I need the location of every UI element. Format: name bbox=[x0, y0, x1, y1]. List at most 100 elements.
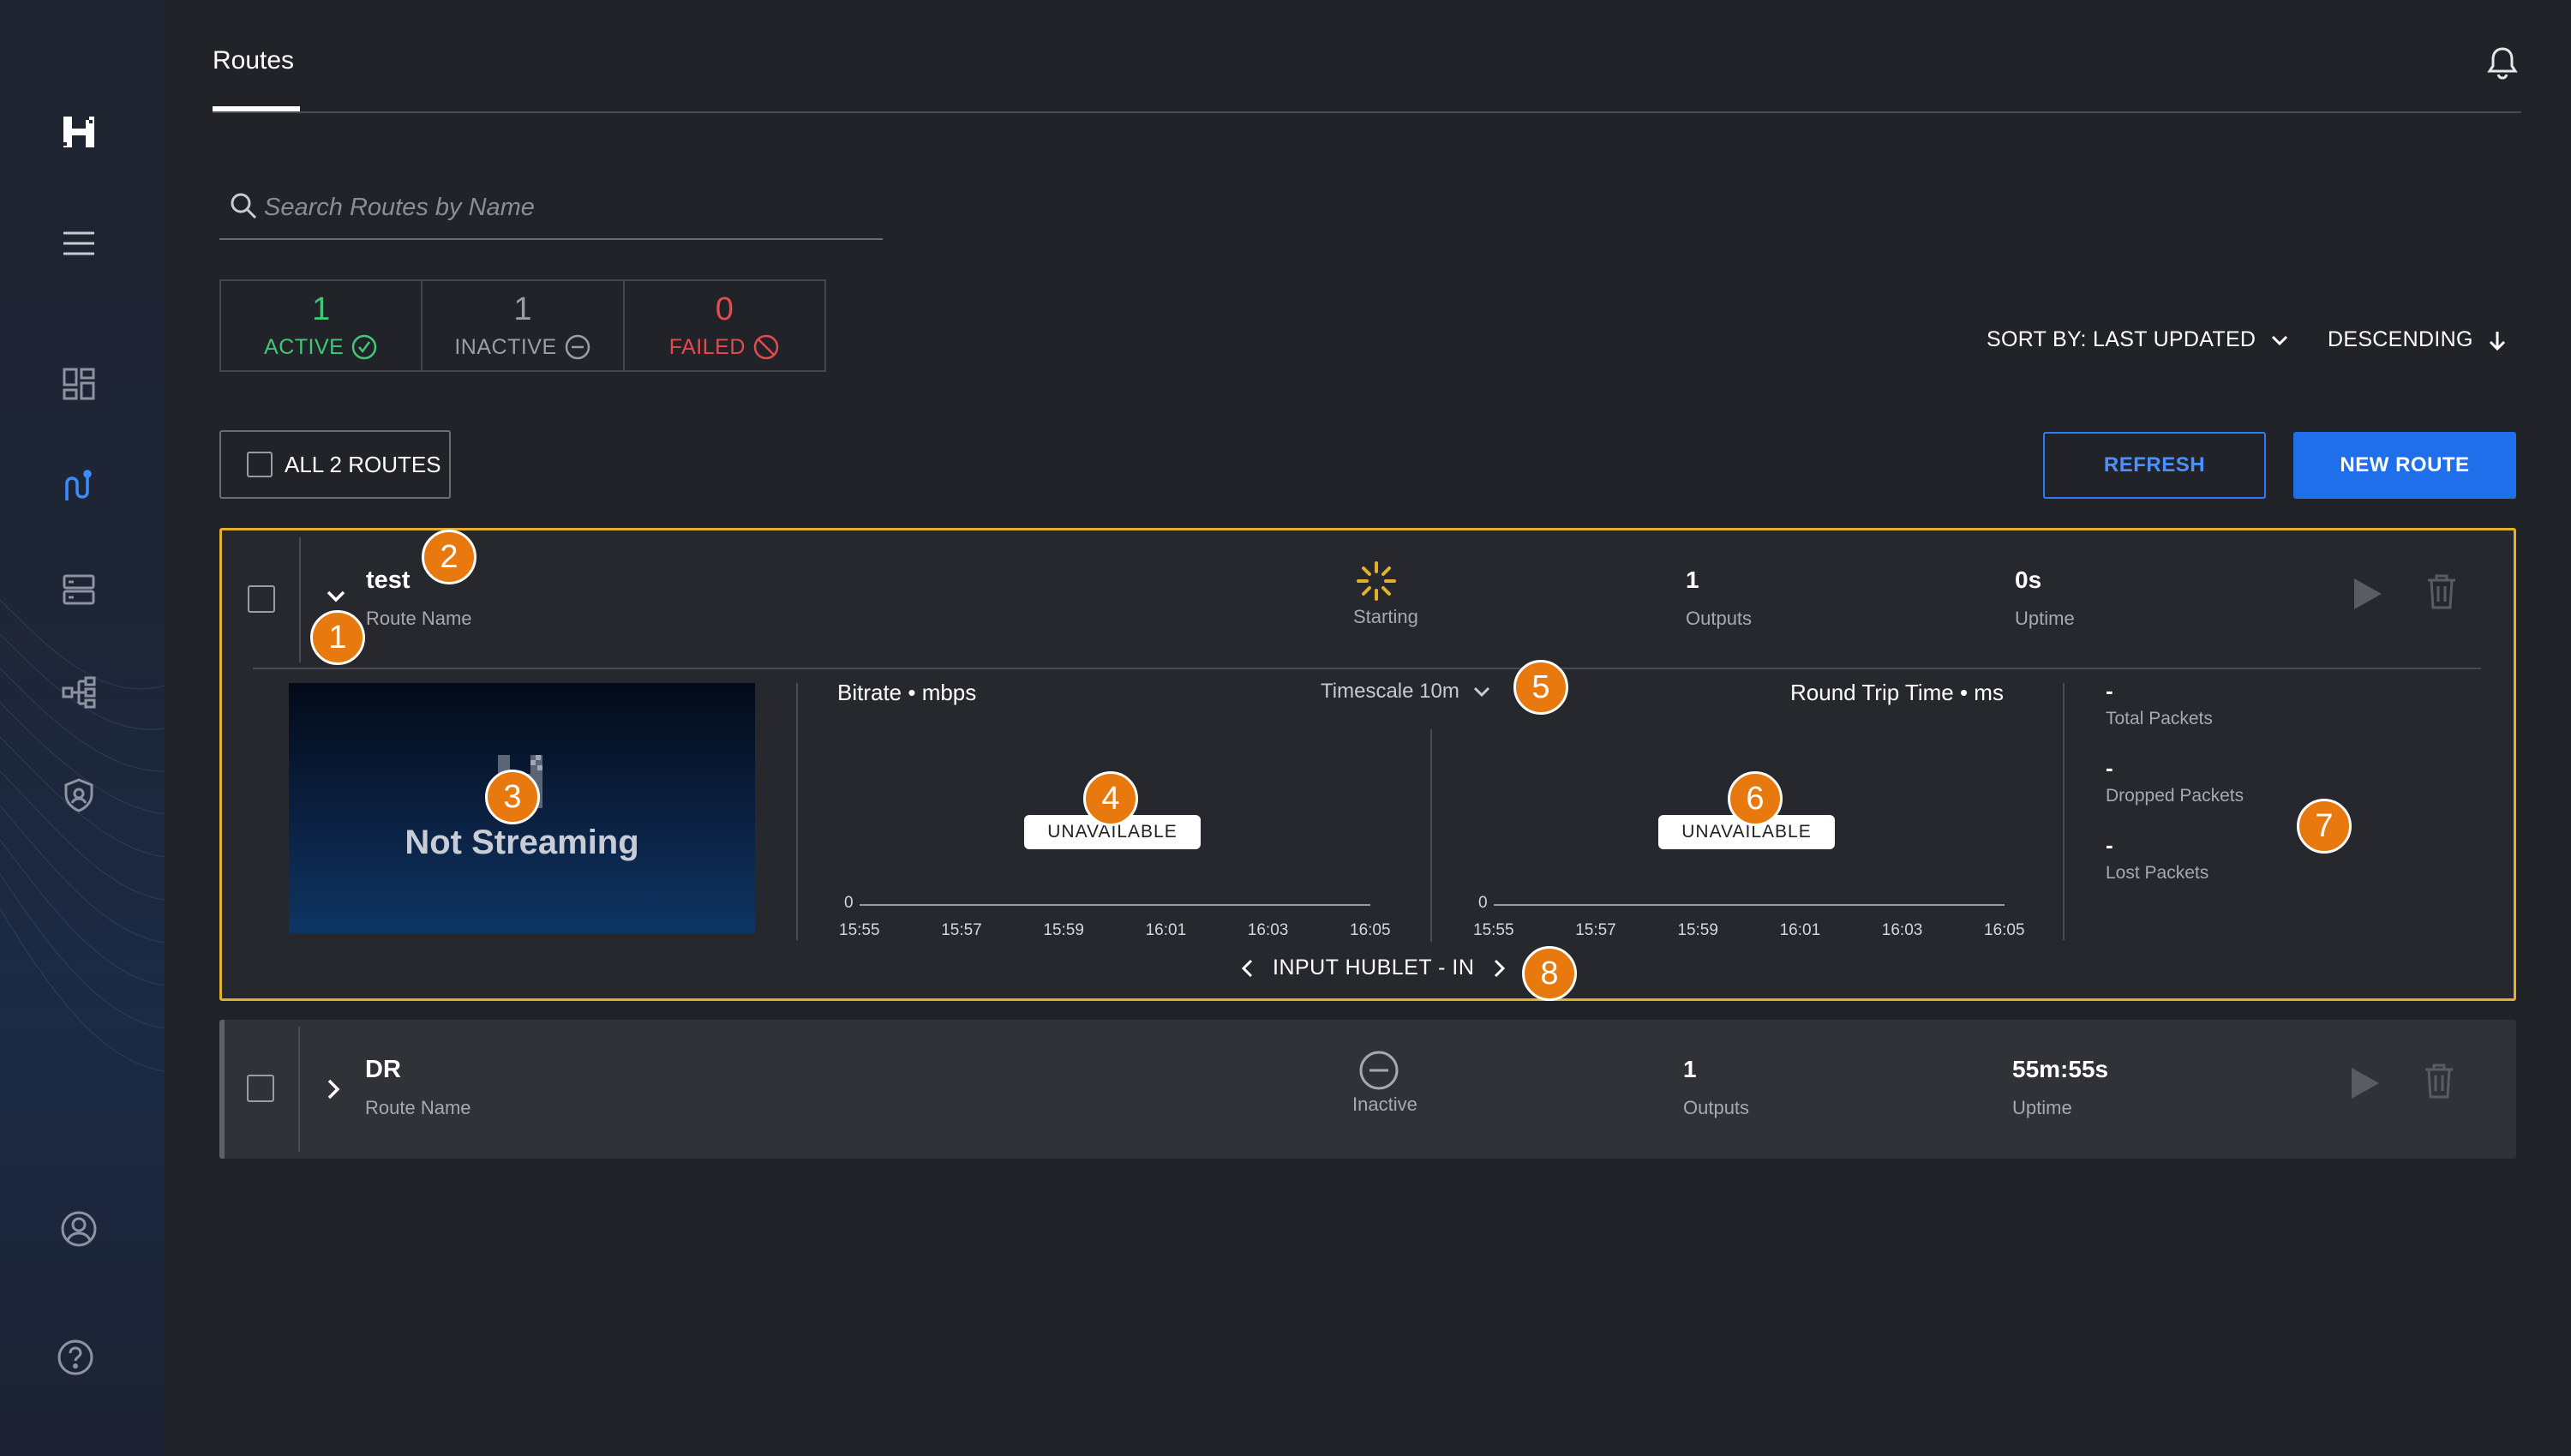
route-name: test bbox=[366, 566, 411, 594]
collapse-chevron-icon[interactable] bbox=[323, 584, 349, 609]
route-state-label: Starting bbox=[1353, 606, 1418, 627]
tab-routes[interactable]: Routes bbox=[213, 46, 295, 75]
callout-badge: 7 bbox=[2297, 799, 2352, 854]
status-active-filter[interactable]: 1 ACTIVE bbox=[221, 281, 423, 370]
select-all-label: ALL 2 ROUTES bbox=[285, 451, 441, 477]
chevron-down-icon bbox=[2272, 335, 2288, 345]
security-shield-icon[interactable] bbox=[58, 775, 99, 816]
active-count: 1 bbox=[312, 291, 331, 327]
bitrate-x-tick: 16:03 bbox=[1247, 921, 1289, 939]
chart-divider bbox=[796, 683, 798, 940]
search-icon bbox=[231, 193, 257, 219]
check-circle-icon bbox=[352, 334, 377, 360]
timescale-dropdown[interactable]: Timescale 10m bbox=[1321, 680, 1494, 704]
lost-packets-label: Lost Packets bbox=[2106, 863, 2209, 883]
total-packets-label: Total Packets bbox=[2106, 709, 2213, 728]
refresh-button[interactable]: REFRESH bbox=[2043, 432, 2266, 499]
status-inactive-filter[interactable]: 1 INACTIVE bbox=[423, 281, 625, 370]
bitrate-x-tick: 15:57 bbox=[941, 921, 982, 939]
card-separator bbox=[253, 668, 2481, 669]
chevron-right-icon[interactable] bbox=[1488, 957, 1510, 980]
input-navigator: INPUT HUBLET - IN bbox=[1237, 956, 1510, 980]
route-name-label: Route Name bbox=[366, 608, 472, 629]
trash-icon[interactable] bbox=[2418, 1061, 2460, 1102]
callout-badge: 1 bbox=[310, 610, 365, 665]
route-card-dr[interactable]: DR Route Name Inactive 1 Outputs 55m:55s… bbox=[219, 1020, 2516, 1159]
sort-by-dropdown[interactable]: SORT BY: LAST UPDATED bbox=[1987, 327, 2292, 352]
outputs-count: 1 bbox=[1683, 1056, 1697, 1082]
rtt-x-tick: 16:01 bbox=[1779, 921, 1821, 939]
callout-badge: 3 bbox=[485, 770, 540, 824]
user-account-icon[interactable] bbox=[58, 1208, 99, 1249]
callout-badge: 4 bbox=[1083, 771, 1138, 826]
bitrate-x-tick: 15:59 bbox=[1043, 921, 1084, 939]
sort-order-toggle[interactable]: DESCENDING bbox=[2328, 327, 2509, 352]
chart-divider bbox=[1430, 729, 1432, 942]
not-streaming-text: Not Streaming bbox=[405, 824, 639, 861]
help-icon[interactable] bbox=[55, 1337, 96, 1378]
callout-badge: 2 bbox=[422, 530, 476, 584]
topology-icon[interactable] bbox=[58, 672, 99, 713]
stats-divider bbox=[2063, 683, 2065, 940]
hublet-logo-icon[interactable] bbox=[58, 111, 99, 153]
route-checkbox[interactable] bbox=[248, 585, 275, 613]
new-route-button[interactable]: NEW ROUTE bbox=[2293, 432, 2516, 499]
route-status-summary: 1 ACTIVE 1 INACTIVE 0 FAILED bbox=[219, 279, 826, 372]
play-icon[interactable] bbox=[2343, 1063, 2384, 1104]
rtt-x-tick: 15:57 bbox=[1575, 921, 1616, 939]
route-state-label: Inactive bbox=[1352, 1093, 1417, 1115]
uptime-value: 0s bbox=[2015, 566, 2042, 593]
sidebar bbox=[0, 0, 165, 1456]
dashboard-icon[interactable] bbox=[58, 363, 99, 404]
select-all-checkbox[interactable] bbox=[247, 452, 273, 477]
select-all-routes[interactable]: ALL 2 ROUTES bbox=[219, 430, 451, 499]
chevron-left-icon[interactable] bbox=[1237, 957, 1259, 980]
bitrate-chart-title: Bitrate • mbps bbox=[837, 680, 977, 705]
bitrate-x-tick: 16:05 bbox=[1350, 921, 1391, 939]
sort-order-label: DESCENDING bbox=[2328, 327, 2473, 351]
failed-label: FAILED bbox=[668, 334, 746, 359]
route-checkbox[interactable] bbox=[247, 1075, 274, 1102]
outputs-count: 1 bbox=[1686, 566, 1699, 593]
route-card-test[interactable]: test Route Name Starting 1 Outputs 0s Up… bbox=[219, 528, 2516, 1001]
rtt-x-tick: 16:03 bbox=[1881, 921, 1923, 939]
rtt-chart-title: Round Trip Time • ms bbox=[1790, 680, 2004, 705]
inactive-count: 1 bbox=[513, 291, 532, 327]
rtt-x-tick: 15:59 bbox=[1677, 921, 1718, 939]
timescale-label: Timescale 10m bbox=[1321, 680, 1459, 703]
status-failed-filter[interactable]: 0 FAILED bbox=[625, 281, 824, 370]
search-input[interactable] bbox=[264, 185, 864, 230]
rtt-x-axis bbox=[1494, 904, 2005, 906]
bitrate-y-zero: 0 bbox=[844, 894, 854, 912]
lost-packets-value: - bbox=[2106, 832, 2113, 858]
bitrate-x-tick: 15:55 bbox=[839, 921, 880, 939]
rtt-y-zero: 0 bbox=[1478, 894, 1488, 912]
notifications-bell-icon[interactable] bbox=[2484, 45, 2521, 82]
trash-icon[interactable] bbox=[2421, 572, 2462, 613]
chevron-down-icon bbox=[1473, 686, 1489, 698]
input-nav-label: INPUT HUBLET - IN bbox=[1273, 956, 1475, 980]
row-divider bbox=[299, 537, 301, 662]
starting-spinner-icon bbox=[1357, 561, 1396, 601]
rtt-x-tick: 16:05 bbox=[1984, 921, 2025, 939]
dropped-packets-label: Dropped Packets bbox=[2106, 786, 2244, 806]
inactive-minus-icon bbox=[1359, 1051, 1399, 1090]
callout-badge: 5 bbox=[1513, 660, 1568, 715]
servers-icon[interactable] bbox=[58, 569, 99, 610]
routes-icon[interactable] bbox=[58, 466, 99, 507]
rtt-x-tick: 15:55 bbox=[1473, 921, 1514, 939]
callout-badge: 8 bbox=[1522, 946, 1577, 1001]
active-label: ACTIVE bbox=[264, 334, 345, 359]
expand-chevron-icon[interactable] bbox=[321, 1076, 346, 1102]
minus-circle-icon bbox=[565, 334, 590, 360]
menu-icon[interactable] bbox=[58, 223, 99, 264]
bitrate-x-axis bbox=[860, 904, 1370, 906]
route-name: DR bbox=[365, 1056, 401, 1083]
play-icon[interactable] bbox=[2346, 573, 2387, 614]
outputs-label: Outputs bbox=[1683, 1097, 1750, 1118]
search-bar bbox=[219, 177, 883, 240]
arrow-down-icon bbox=[2489, 331, 2505, 351]
header-tabbar: Routes bbox=[213, 0, 2521, 113]
uptime-label: Uptime bbox=[2012, 1097, 2072, 1118]
total-packets-value: - bbox=[2106, 678, 2113, 704]
